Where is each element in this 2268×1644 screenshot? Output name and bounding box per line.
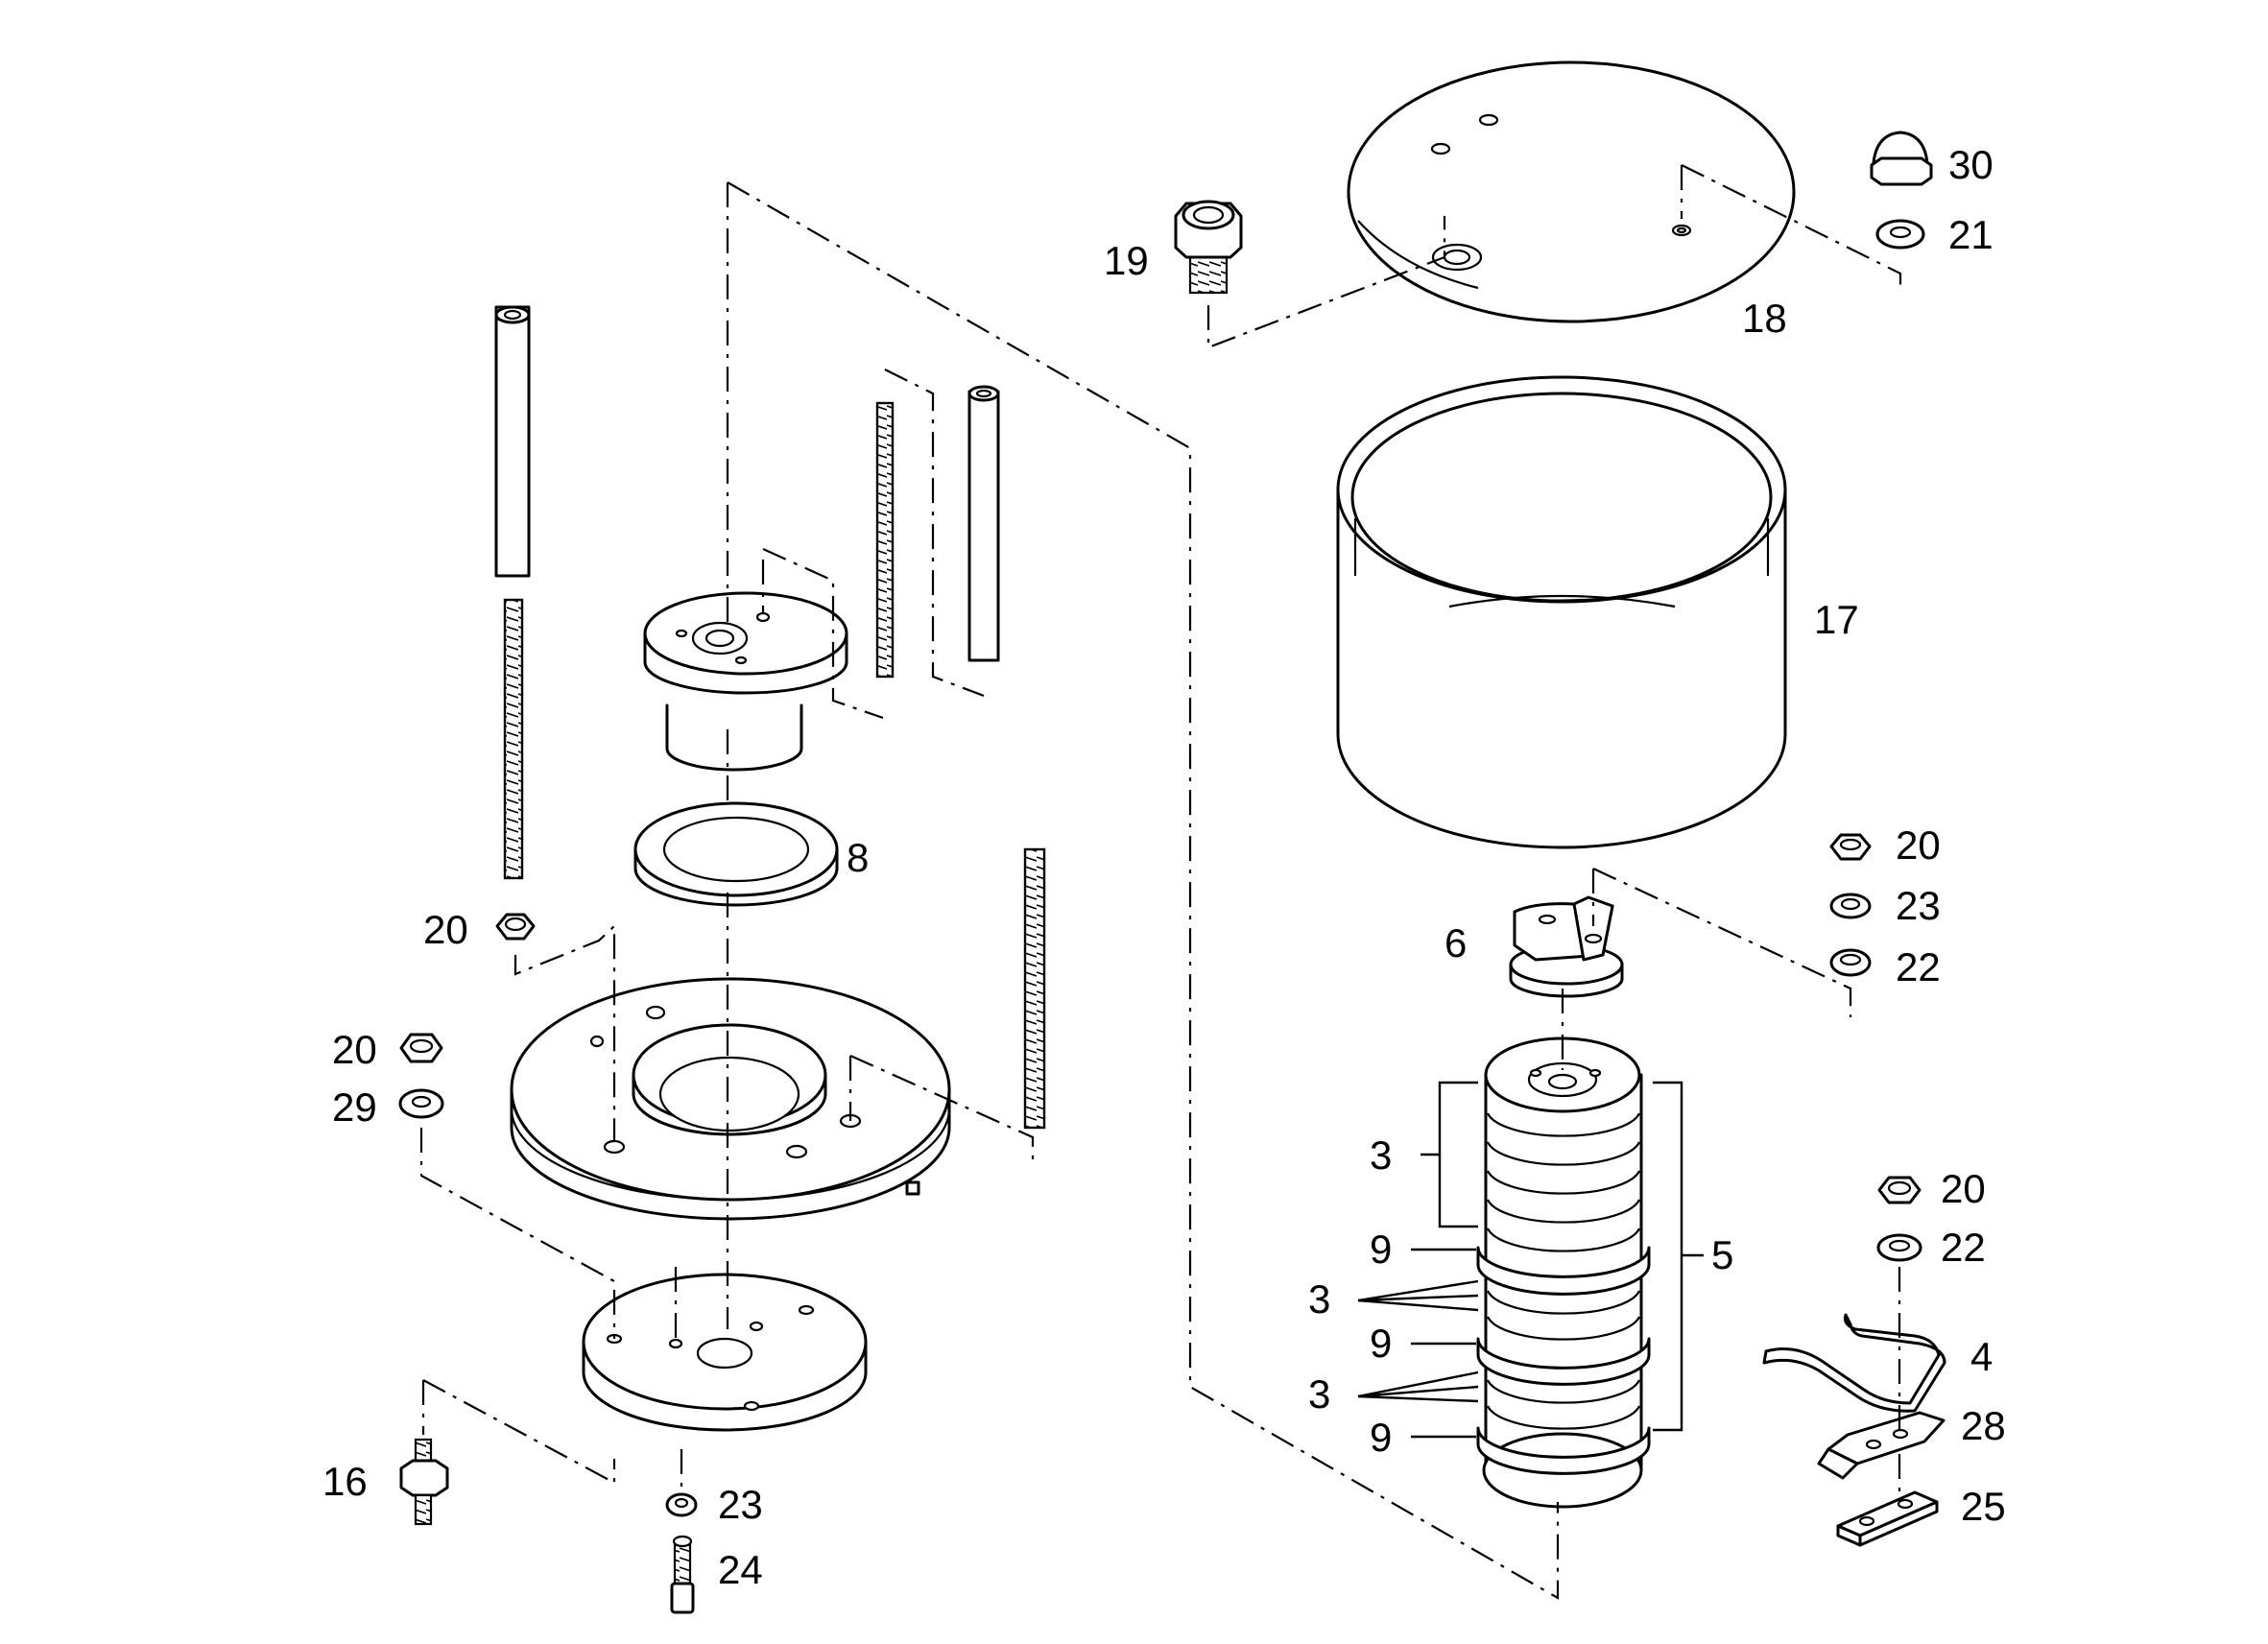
callout-3-middle: 3 (1308, 1276, 1330, 1322)
callout-20-stud: 20 (423, 907, 468, 952)
callout-20-left: 20 (332, 1027, 377, 1072)
callout-18: 18 (1742, 296, 1787, 341)
base-disk (510, 977, 951, 1221)
callout-9-bottom: 9 (1370, 1415, 1392, 1460)
disk-stack-5 (1476, 1036, 1651, 1509)
callout-19: 19 (1104, 238, 1149, 283)
callout-29: 29 (332, 1084, 377, 1130)
washer-29 (398, 1088, 444, 1119)
nut-20-left (399, 1033, 443, 1063)
bracket-28 (1817, 1411, 1946, 1480)
callout-23-bottom: 23 (718, 1482, 763, 1527)
callout-22-right-upper: 22 (1896, 944, 1941, 989)
plate-25 (1836, 1490, 1939, 1547)
callout-3-top: 3 (1370, 1132, 1392, 1178)
callout-8: 8 (847, 835, 869, 880)
washer-23-bottom (665, 1492, 698, 1517)
callout-30: 30 (1948, 142, 1993, 187)
callout-labels: 30 21 19 18 17 20 23 22 6 3 9 5 3 9 3 9 … (322, 142, 2006, 1592)
threaded-rod-right (1023, 847, 1046, 1130)
washer-22-right-upper (1829, 948, 1872, 977)
lid-18 (1347, 60, 1796, 323)
callout-24: 24 (718, 1547, 763, 1592)
threaded-stud-center (875, 401, 895, 679)
ring-8 (633, 801, 839, 907)
housing-17 (1336, 375, 1787, 849)
callout-22-right-lower: 22 (1941, 1225, 1986, 1270)
spring-clip-4 (1762, 1313, 1946, 1413)
callout-4: 4 (1970, 1334, 1993, 1379)
callout-23-right: 23 (1896, 883, 1941, 928)
callout-21: 21 (1948, 212, 1993, 257)
washer-23-right (1829, 893, 1872, 919)
rod-long (494, 305, 531, 578)
leader-lines (1357, 1081, 1704, 1439)
callout-5: 5 (1711, 1232, 1733, 1277)
screw-24 (670, 1535, 695, 1614)
callout-17: 17 (1814, 597, 1859, 642)
bushing (643, 591, 848, 772)
callout-25: 25 (1961, 1484, 2006, 1529)
nut-20-right-upper (1829, 833, 1872, 861)
washer-21 (1875, 219, 1925, 250)
callout-28: 28 (1961, 1403, 2006, 1448)
callout-3-bottom: 3 (1308, 1371, 1330, 1417)
callout-20-right-lower: 20 (1941, 1166, 1986, 1211)
nut-20-right-lower (1877, 1176, 1922, 1204)
callout-6: 6 (1444, 920, 1467, 965)
threaded-stud-left (503, 598, 524, 880)
nut-20-stud (495, 913, 536, 941)
callout-20-right-upper: 20 (1896, 822, 1941, 868)
callout-9-top: 9 (1370, 1227, 1392, 1272)
washer-22-right-lower (1876, 1233, 1922, 1262)
coupling-6 (1509, 895, 1624, 998)
callout-9-middle: 9 (1370, 1321, 1392, 1366)
cap-nut-30 (1870, 131, 1933, 186)
lower-plate (582, 1273, 868, 1432)
fitting-19 (1174, 200, 1243, 295)
rod-short (967, 385, 1000, 662)
assembly-axes (419, 164, 1902, 1600)
stud-16 (399, 1438, 449, 1526)
callout-16: 16 (322, 1459, 368, 1504)
